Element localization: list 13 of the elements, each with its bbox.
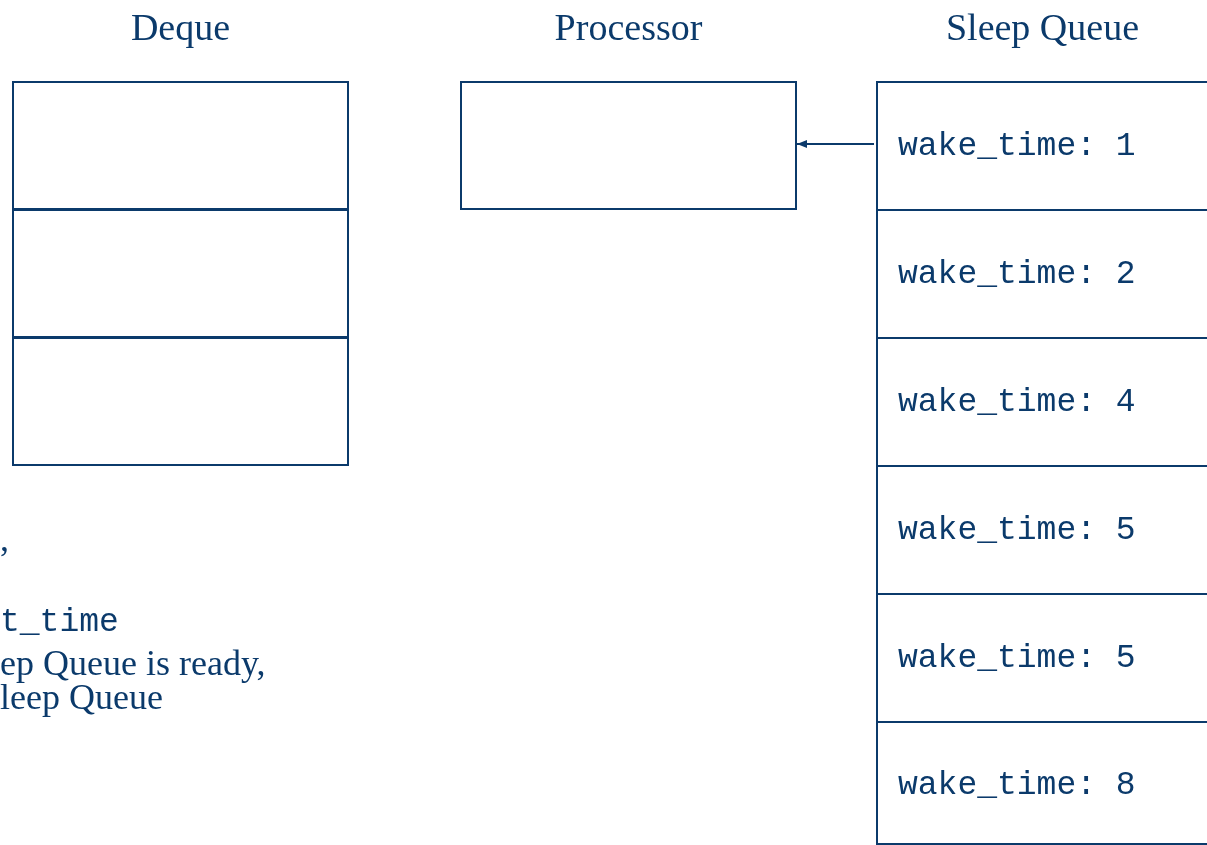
wake-time-text: wake_time: 5 xyxy=(898,638,1136,679)
wake-time-text: wake_time: 4 xyxy=(898,382,1136,423)
code-text: t_time xyxy=(0,604,119,641)
column-heading: Sleep Queue xyxy=(944,5,1141,49)
wake-time-text: wake_time: 1 xyxy=(898,126,1136,167)
wake-time-text: wake_time: 8 xyxy=(898,765,1136,806)
note-text: , xyxy=(0,518,9,560)
column-heading: Processor xyxy=(553,5,704,49)
slot-box xyxy=(12,209,349,338)
wake-time-text: wake_time: 5 xyxy=(898,510,1136,551)
wake-time-text: wake_time: 2 xyxy=(898,254,1136,295)
arrow xyxy=(796,140,875,148)
column-heading: Deque xyxy=(129,5,232,49)
